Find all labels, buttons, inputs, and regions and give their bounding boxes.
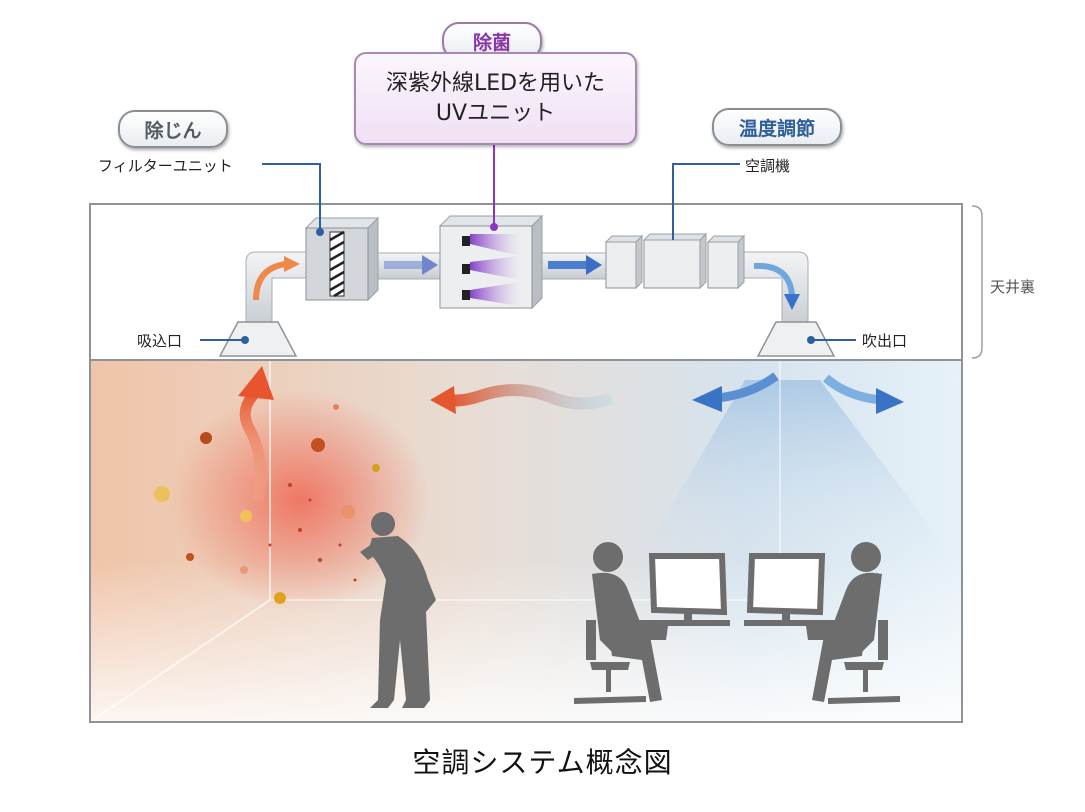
intake-vent (218, 321, 298, 357)
air-conditioner (604, 232, 746, 290)
sneezing-person (360, 512, 436, 708)
rising-dirty-air-arrow (239, 388, 267, 502)
uv-unit-callout: 深紫外線LEDを用いた UVユニット (354, 52, 637, 145)
intake-flow-arrow (253, 261, 287, 301)
filter-unit-label: フィルターユニット (98, 157, 233, 175)
airborne-particles (154, 404, 380, 604)
office-worker-left (574, 542, 730, 704)
clean-air-cone (640, 380, 955, 560)
diagram-caption: 空調システム概念図 (412, 746, 673, 779)
intake-label: 吸込口 (137, 332, 183, 350)
air-conditioner-label: 空調機 (745, 157, 791, 175)
uv-callout-line2: UVユニット (435, 100, 556, 126)
filter-unit (304, 216, 380, 302)
office-worker-right (744, 542, 900, 704)
dust-removal-badge: 除じん (118, 110, 228, 148)
outlet-label: 吹出口 (862, 332, 908, 350)
ceiling-space-label: 天井裏 (990, 278, 1036, 296)
clean-air-left-arrow (717, 372, 779, 403)
clean-air-right-arrow (822, 374, 881, 405)
temperature-control-badge: 温度調節 (712, 108, 842, 146)
filter-leader-line (262, 163, 321, 230)
outlet-flow-arrow (753, 262, 795, 297)
uv-callout-line1: 深紫外線LEDを用いた (385, 70, 606, 96)
ceiling-bracket (971, 205, 983, 359)
outlet-vent (756, 321, 836, 357)
ac-leader-line (672, 163, 740, 240)
uv-unit (438, 214, 544, 310)
return-air-arrow (449, 384, 615, 410)
